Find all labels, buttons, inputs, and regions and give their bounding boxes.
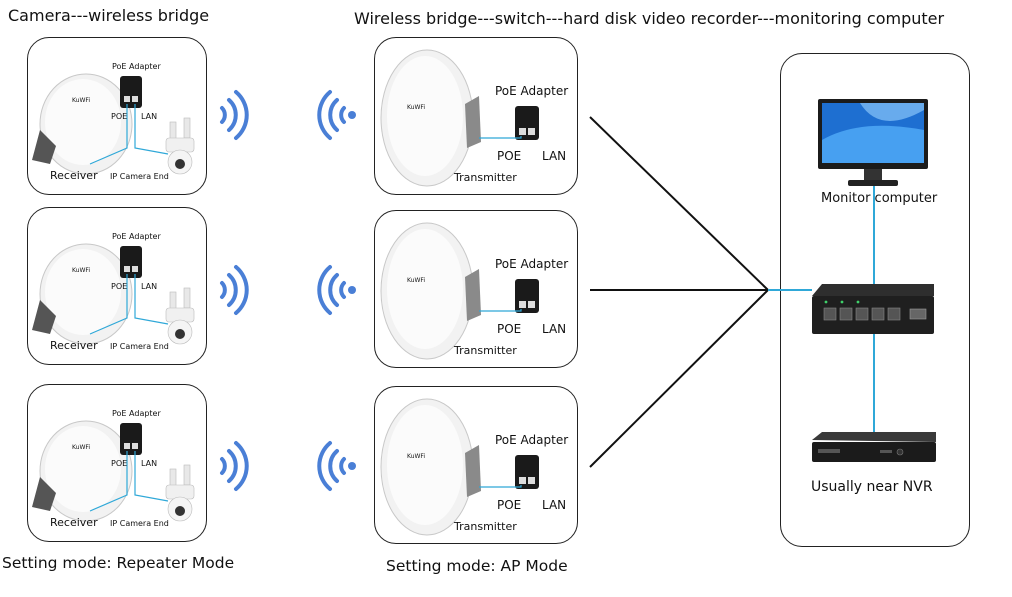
transmitter-illustration: [380, 49, 539, 187]
left-header: Camera---wireless bridge: [8, 6, 210, 25]
mount-bracket-icon: [32, 130, 56, 164]
wifi-signal-icon: [220, 441, 249, 491]
poe-adapter-icon: [120, 76, 142, 108]
poe-adapter-label: PoE Adapter: [112, 232, 161, 241]
poe-adapter-icon: [515, 106, 539, 140]
transmitter-illustration: [380, 398, 539, 536]
transmitter-panel-3: KuWFi PoE Adapter POE LAN Transmitter: [374, 386, 578, 544]
brand-label: KuWFi: [407, 104, 426, 111]
ap-mode-caption: Setting mode: AP Mode: [386, 557, 568, 575]
camera-end-label: IP Camera End: [110, 172, 169, 181]
poe-adapter-label: PoE Adapter: [495, 433, 569, 447]
wifi-signal-icon: [317, 265, 356, 315]
mount-bracket-icon: [465, 96, 481, 148]
poe-adapter-icon: [515, 455, 539, 489]
network-box: [780, 53, 970, 547]
nvr-label: Usually near NVR: [811, 479, 933, 495]
mount-bracket-icon: [465, 269, 481, 321]
receiver-panel-1: PoE Adapter KuWFi POE LAN Receiver IP Ca…: [27, 37, 207, 195]
wifi-signal-icon: [220, 90, 249, 140]
poe-label: POE: [111, 459, 128, 468]
lan-label: LAN: [542, 498, 567, 512]
repeater-mode-caption: Setting mode: Repeater Mode: [2, 554, 235, 572]
poe-label: POE: [497, 322, 522, 336]
lan-label: LAN: [141, 112, 158, 121]
poe-label: POE: [497, 149, 522, 163]
center-header: Wireless bridge---switch---hard disk vid…: [354, 9, 945, 28]
transmitter-panel-2: KuWFi PoE Adapter POE LAN Transmitter: [374, 210, 578, 368]
lan-label: LAN: [141, 282, 158, 291]
poe-adapter-label: PoE Adapter: [495, 257, 569, 271]
transmitter-label: Transmitter: [454, 344, 517, 357]
poe-adapter-icon: [120, 246, 142, 278]
transmitter-illustration: [380, 222, 539, 360]
lan-label: LAN: [542, 149, 567, 163]
brand-label: KuWFi: [72, 97, 91, 104]
poe-adapter-label: PoE Adapter: [495, 84, 569, 98]
brand-label: KuWFi: [72, 444, 91, 451]
receiver-illustration: [32, 420, 195, 522]
receiver-panel-3: PoE Adapter KuWFi POE LAN Receiver IP Ca…: [27, 384, 207, 542]
lan-label: LAN: [141, 459, 158, 468]
connection-lines: [589, 116, 769, 468]
poe-label: POE: [111, 112, 128, 121]
monitor-computer-label: Monitor computer: [821, 191, 938, 206]
wifi-signal-icon: [317, 90, 356, 140]
brand-label: KuWFi: [407, 453, 426, 460]
camera-end-label: IP Camera End: [110, 519, 169, 528]
receiver-panel-2: PoE Adapter KuWFi POE LAN Receiver IP Ca…: [27, 207, 207, 365]
transmitter-panel-1: KuWFi PoE Adapter POE LAN Transmitter: [374, 37, 578, 195]
poe-adapter-icon: [120, 423, 142, 455]
poe-adapter-label: PoE Adapter: [112, 409, 161, 418]
receiver-label: Receiver: [50, 516, 98, 529]
receiver-illustration: [32, 73, 195, 175]
wifi-signal-icon: [317, 441, 356, 491]
brand-label: KuWFi: [407, 277, 426, 284]
wifi-signal-icon: [220, 265, 249, 315]
poe-label: POE: [497, 498, 522, 512]
brand-label: KuWFi: [72, 267, 91, 274]
transmitter-label: Transmitter: [454, 171, 517, 184]
camera-end-label: IP Camera End: [110, 342, 169, 351]
mount-bracket-icon: [465, 445, 481, 497]
receiver-illustration: [32, 243, 195, 345]
poe-adapter-icon: [515, 279, 539, 313]
poe-adapter-label: PoE Adapter: [112, 62, 161, 71]
mount-bracket-icon: [32, 477, 56, 511]
receiver-label: Receiver: [50, 169, 98, 182]
poe-label: POE: [111, 282, 128, 291]
receiver-label: Receiver: [50, 339, 98, 352]
lan-label: LAN: [542, 322, 567, 336]
transmitter-label: Transmitter: [454, 520, 517, 533]
mount-bracket-icon: [32, 300, 56, 334]
